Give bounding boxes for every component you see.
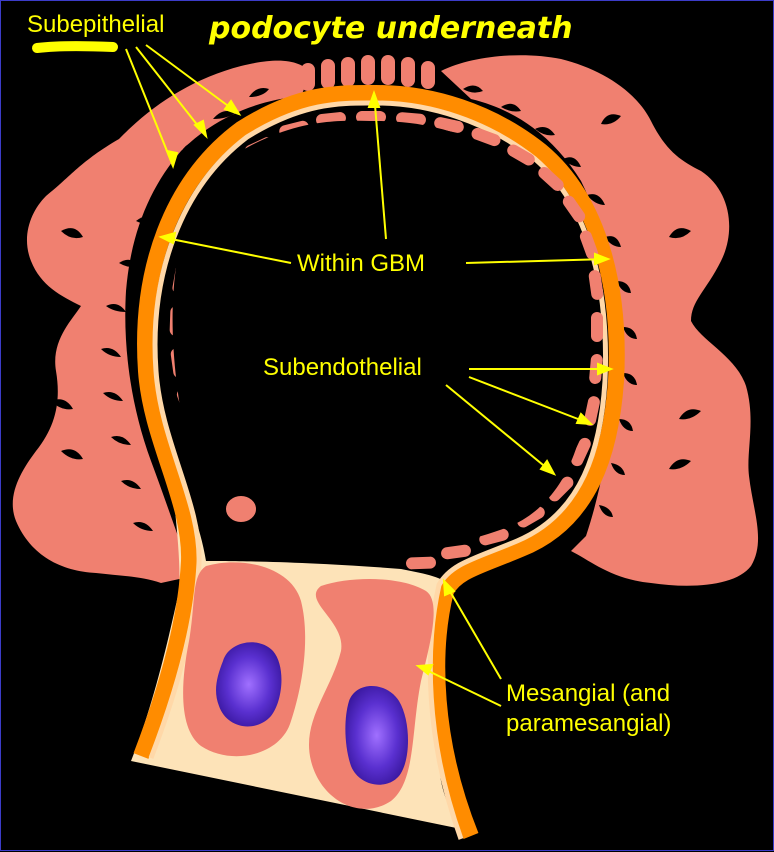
annotation-arrows [125,44,614,707]
top-foot-processes [301,55,435,91]
deposit-circle[interactable] [224,494,258,524]
capillary-lumen [172,120,590,558]
nucleus-left[interactable] [216,642,282,727]
label-subepithelial: Subepithelial [27,11,164,38]
gbm-outer-band [133,84,625,839]
podocyte-right [441,55,759,586]
gbm-inner-band [148,100,608,840]
podocyte-left [12,60,312,583]
foot-process-slits [51,85,701,531]
label-mesangial-line1: Mesangial (and [506,680,670,707]
label-within-gbm: Within GBM [297,250,425,277]
nucleus-right[interactable] [345,686,408,785]
handwritten-note: podocyte underneath [208,11,573,46]
podocyte-layer [12,55,759,586]
label-subendothelial: Subendothelial [263,354,422,381]
handwritten-underline [32,41,118,53]
label-mesangial-line2: paramesangial) [506,710,671,737]
